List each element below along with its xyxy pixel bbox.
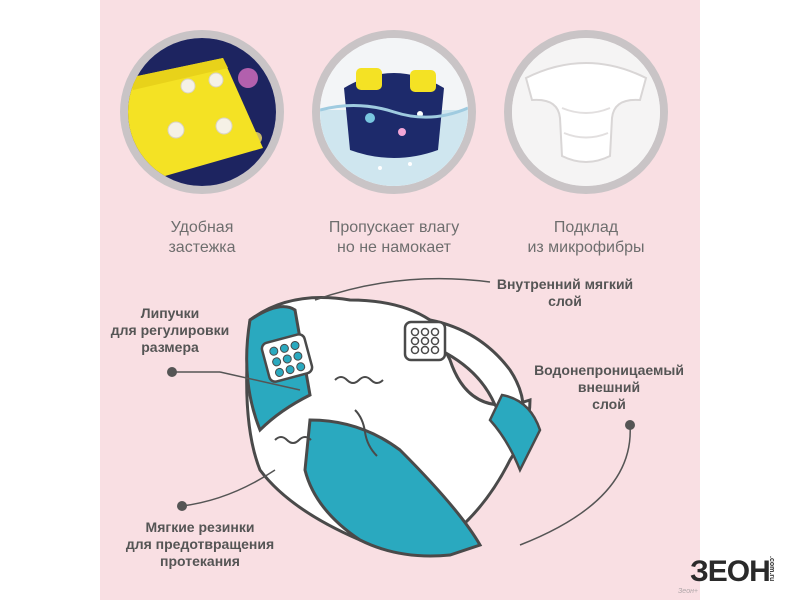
feature-caption-water: Пропускает влагу но не намокает (304, 218, 484, 258)
callout-line: для предотвращения (125, 536, 275, 552)
callout-line: слой (592, 396, 626, 412)
feature-caption-lining: Подклад из микрофибры (496, 218, 676, 258)
watermark: Зеон+ (678, 588, 699, 595)
callout-line: для регулировки (110, 322, 230, 338)
callout-line: Внутренний мягкий (496, 276, 634, 292)
caption-line: Подклад (553, 219, 619, 236)
brand-logo: ЗЕОН (690, 555, 771, 588)
caption-line: застежка (168, 239, 236, 256)
callout-line: протекания (160, 553, 240, 569)
callout-line: Водонепроницаемый (534, 362, 684, 378)
callout-line: внешний (577, 379, 641, 395)
callout-line: Липучки (140, 305, 200, 321)
snap-fastener-photo (120, 30, 284, 194)
feature-caption-fastener: Удобная застежка (112, 218, 292, 258)
caption-line: Удобная (170, 219, 234, 236)
caption-line: но не намокает (337, 239, 451, 256)
callout-line: Мягкие резинки (145, 519, 255, 535)
callout-inner-layer: Внутренний мягкий слой (485, 276, 645, 310)
diaper-diagram (167, 277, 635, 558)
caption-line: из микрофибры (527, 239, 645, 256)
infographic-panel: Удобная застежка Пропускает влагу но не … (100, 0, 700, 600)
callout-line: слой (548, 293, 582, 309)
diaper-in-water-photo (312, 30, 476, 194)
callout-velcro: Липучки для регулировки размера (100, 305, 240, 356)
callout-elastics: Мягкие резинки для предотвращения протек… (110, 519, 290, 570)
callout-outer-layer: Водонепроницаемый внешний слой (518, 362, 700, 413)
microfiber-insert-photo (504, 30, 668, 194)
callout-line: размера (141, 339, 199, 355)
caption-line: Пропускает влагу (328, 219, 460, 236)
brand-logo-suffix: .com.ru (768, 556, 775, 582)
